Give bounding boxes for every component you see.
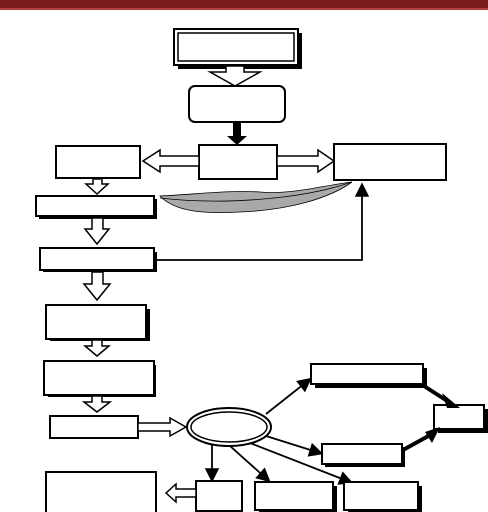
hollow-arrow-4 xyxy=(82,339,112,357)
hollow-arrow-2 xyxy=(83,217,111,246)
left-5-box xyxy=(43,360,155,396)
arrow-hub-to-bottom-2 xyxy=(229,445,271,483)
thick-arrow-lower xyxy=(402,432,433,452)
right-upper-box xyxy=(310,363,424,385)
swoosh-shape xyxy=(159,181,353,214)
top-color-bar xyxy=(0,0,488,10)
start-box xyxy=(173,28,299,66)
thick-arrow-lower-head xyxy=(425,427,440,443)
bottom-1-box xyxy=(195,480,243,512)
hollow-arrow-left-1 xyxy=(84,178,110,196)
left-6-box xyxy=(49,415,139,439)
center-box xyxy=(198,144,278,180)
hollow-arrow-right xyxy=(276,148,336,174)
hub-ellipse-inner xyxy=(190,411,268,443)
hollow-arrow-bottom-left xyxy=(164,482,197,504)
far-right-box xyxy=(433,404,485,430)
swoosh-line xyxy=(159,181,353,202)
hollow-arrow-5 xyxy=(81,395,113,413)
hub-ellipse-outer xyxy=(186,407,272,447)
step-2-box xyxy=(188,85,286,123)
hollow-arrow-to-hub xyxy=(137,416,188,438)
right-lower-box xyxy=(321,443,403,465)
arrow-hub-to-right-lower xyxy=(265,435,324,457)
arrow-hub-to-right-upper xyxy=(265,377,312,415)
left-4-box xyxy=(45,304,147,340)
hollow-arrow-3 xyxy=(82,271,112,302)
left-3-box xyxy=(39,247,155,271)
left-1-box xyxy=(55,145,141,179)
right-1-box xyxy=(333,143,447,181)
left-2-box xyxy=(35,195,155,217)
arrow-hub-to-bottom-3 xyxy=(249,442,354,485)
hollow-arrow-start xyxy=(207,65,263,87)
start-box-inner xyxy=(177,32,295,62)
thick-arrow-upper-head xyxy=(442,393,460,408)
bottom-3-box xyxy=(343,481,419,511)
bottom-2-box xyxy=(254,481,334,511)
hollow-arrow-left xyxy=(141,148,200,174)
solid-arrow-down xyxy=(227,123,247,145)
feedback-line xyxy=(154,182,370,261)
bottom-left-big-box xyxy=(45,471,157,512)
